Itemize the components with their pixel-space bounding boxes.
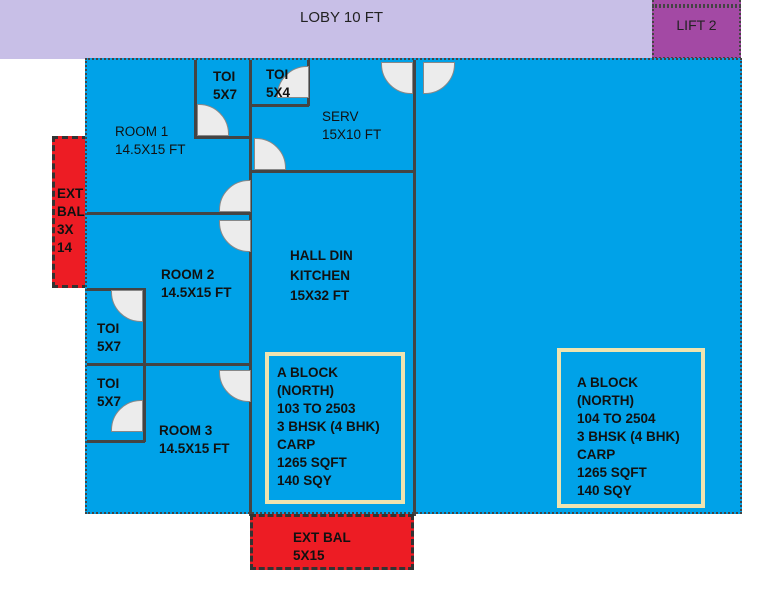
door-swing (254, 138, 286, 170)
hall-line: HALL DIN (290, 248, 353, 263)
side-balcony-label: EXT BAL 3X 14 (57, 185, 85, 257)
lobby (0, 0, 652, 59)
room-name: ROOM 1 (115, 124, 169, 139)
wall (194, 136, 251, 139)
wall (87, 440, 145, 443)
wall (249, 60, 252, 516)
room-size: 15X10 FT (322, 127, 382, 142)
card-line: CARP (277, 437, 316, 452)
room-size: 5X7 (97, 394, 122, 409)
wall (87, 288, 145, 291)
card-text: A BLOCK (NORTH) 104 TO 2504 3 BHSK (4 BH… (577, 374, 680, 500)
room-name: TOI (97, 376, 120, 391)
door-swing (111, 290, 143, 322)
hall-label: HALL DIN KITCHEN 15X32 FT (290, 246, 353, 306)
room1-label: ROOM 1 14.5X15 FT (115, 123, 186, 159)
door-swing (219, 370, 251, 402)
wall (87, 363, 251, 366)
hall-line: 15X32 FT (290, 288, 350, 303)
card-line: 1265 SQFT (277, 455, 347, 470)
card-line: (NORTH) (577, 393, 634, 408)
balcony-line: 5X15 (293, 548, 325, 563)
unit-info-card-2: A BLOCK (NORTH) 104 TO 2504 3 BHSK (4 BH… (557, 348, 705, 508)
room2-label: ROOM 2 14.5X15 FT (161, 266, 232, 302)
card-line: 1265 SQFT (577, 465, 647, 480)
wall (249, 170, 415, 173)
lift: LIFT 2 (652, 6, 741, 59)
door-swing (197, 104, 229, 136)
card-line: 140 SQY (277, 473, 332, 488)
room-size: 5X7 (213, 87, 238, 102)
room-name: TOI (97, 321, 120, 336)
lift-label: LIFT 2 (676, 17, 717, 33)
card-line: A BLOCK (577, 375, 638, 390)
door-swing (423, 62, 455, 94)
room-size: 14.5X15 FT (161, 285, 232, 300)
unit-info-card-1: A BLOCK (NORTH) 103 TO 2503 3 BHSK (4 BH… (265, 352, 405, 504)
apartment: ROOM 1 14.5X15 FT TOI 5X7 TOI 5X4 SERV 1… (85, 58, 742, 516)
door-swing (219, 180, 251, 212)
room-size: 5X7 (97, 339, 122, 354)
lobby-label: LOBY 10 FT (300, 9, 384, 26)
door-swing (219, 220, 251, 252)
card-line: CARP (577, 447, 616, 462)
room-name: TOI (213, 69, 236, 84)
lift-shaft-top (652, 0, 741, 6)
card-line: A BLOCK (277, 365, 338, 380)
wall (143, 288, 146, 442)
serv-label: SERV 15X10 FT (322, 108, 381, 144)
wall (194, 60, 197, 136)
room-size: 14.5X15 FT (159, 441, 230, 456)
wall (87, 212, 251, 215)
card-line: (NORTH) (277, 383, 334, 398)
toi1-label: TOI 5X7 (213, 68, 237, 104)
card-line: 3 BHSK (4 BHK) (577, 429, 680, 444)
wall (249, 104, 309, 107)
room-size: 14.5X15 FT (115, 142, 186, 157)
card-text: A BLOCK (NORTH) 103 TO 2503 3 BHSK (4 BH… (277, 364, 380, 490)
side-balcony-line: 14 (57, 240, 73, 255)
toi4-label: TOI 5X7 (97, 375, 121, 411)
toi2-label: TOI 5X4 (266, 66, 290, 102)
card-line: 140 SQY (577, 483, 632, 498)
room-name: ROOM 2 (161, 267, 215, 282)
side-balcony-line: 3X (57, 222, 74, 237)
room-name: ROOM 3 (159, 423, 213, 438)
balcony-line: EXT BAL (293, 530, 351, 545)
bottom-balcony: EXT BAL 5X15 (250, 514, 414, 570)
bottom-balcony-label: EXT BAL 5X15 (293, 529, 351, 565)
hall-line: KITCHEN (290, 268, 350, 283)
room-name: SERV (322, 109, 359, 124)
room-name: TOI (266, 67, 289, 82)
room3-label: ROOM 3 14.5X15 FT (159, 422, 230, 458)
door-swing (381, 62, 413, 94)
wall (413, 60, 416, 516)
room-size: 5X4 (266, 85, 291, 100)
card-line: 103 TO 2503 (277, 401, 356, 416)
card-line: 104 TO 2504 (577, 411, 656, 426)
card-line: 3 BHSK (4 BHK) (277, 419, 380, 434)
side-balcony: EXT BAL 3X 14 (52, 136, 88, 288)
toi3-label: TOI 5X7 (97, 320, 121, 356)
side-balcony-line: EXT (57, 186, 84, 201)
side-balcony-line: BAL (57, 204, 85, 219)
